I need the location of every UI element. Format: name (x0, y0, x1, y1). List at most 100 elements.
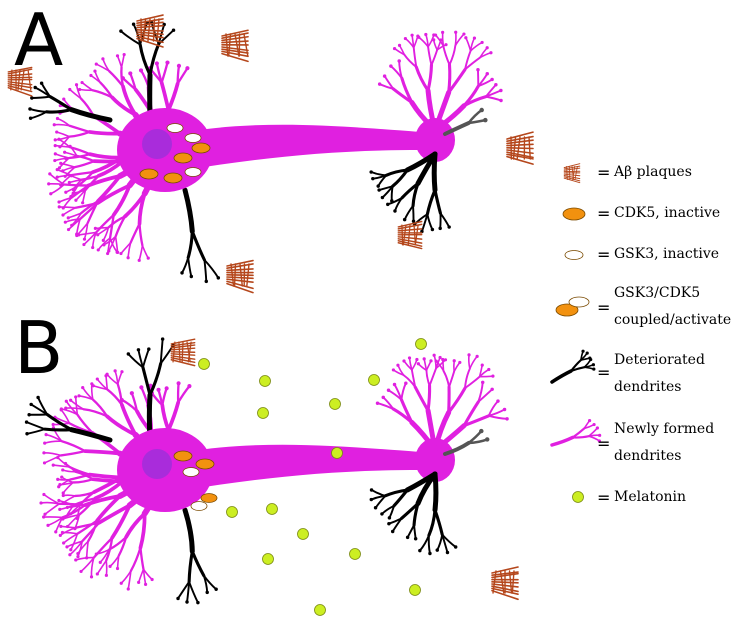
legend-equals: = (597, 245, 611, 264)
pink-dendrite-tip (403, 36, 408, 41)
pink-dendrite-segment (54, 153, 70, 159)
pink-dendrite-tip (98, 560, 102, 564)
pink-dendrite-segment (61, 531, 79, 535)
legend-equals: = (597, 298, 611, 317)
legend-pink-dendrite-tip (592, 422, 596, 427)
plaque-fibril (27, 69, 32, 91)
pink-dendrite-tip (70, 223, 74, 227)
black-dendrite-tip (411, 219, 416, 224)
pink-dendrite-segment (413, 385, 430, 413)
legend-label-gsk3-cdk5-line2: coupled/activated (614, 312, 731, 328)
pink-dendrite-segment (441, 31, 445, 47)
black-dendrite-segment (404, 471, 438, 493)
pink-dendrite-segment (464, 56, 481, 71)
pink-dendrite-tip (494, 83, 498, 87)
black-dendrite-tip (131, 22, 136, 26)
black-dendrite-tip (380, 195, 385, 200)
amyloid-plaque-icon (7, 66, 33, 97)
pink-dendrite-tip (154, 61, 159, 66)
plaque-fibril (402, 224, 407, 246)
plaque-fibril (226, 282, 254, 294)
black-dendrite-tip (29, 402, 33, 407)
pink-dendrite-tip (63, 150, 67, 154)
pink-dendrite-segment (465, 36, 472, 52)
pink-dendrite-tip (61, 491, 65, 495)
pink-dendrite-tip (126, 587, 130, 591)
pink-dendrite-segment (448, 370, 456, 389)
plaque-fibril (566, 165, 568, 181)
pink-dendrite-tip (176, 63, 182, 68)
pink-dendrite-tip (54, 530, 58, 534)
legend-label-gsk3: GSK3, inactive (614, 246, 720, 262)
melatonin-dot-icon (226, 506, 238, 518)
plaque-fibril (221, 46, 249, 52)
black-dendrite-segment (68, 107, 113, 123)
pink-dendrite-tip (44, 432, 48, 437)
black-dendrite-segment (427, 508, 437, 537)
pink-dendrite-segment (159, 80, 171, 113)
black-dendrite-segment (43, 427, 73, 432)
pink-dendrite-segment (432, 423, 467, 453)
pink-dendrite-segment (120, 66, 125, 88)
black-dendrite-segment (433, 188, 442, 215)
pink-dendrite-segment (74, 490, 96, 498)
black-dendrite-tip (447, 225, 451, 229)
legend-plaque-icon (563, 163, 581, 184)
cdk5-inactive-icon (163, 172, 183, 184)
legend-black-dendrite-segment (569, 366, 586, 373)
pink-dendrite-tip (75, 233, 79, 238)
black-dendrite-segment (68, 427, 113, 443)
pink-dendrite-segment (94, 226, 110, 230)
plaque-fibril (414, 224, 419, 246)
pink-dendrite-tip (43, 512, 47, 516)
black-dendrite-segment (404, 151, 438, 173)
pink-dendrite-segment (76, 413, 94, 435)
pink-dendrite-tip (61, 213, 65, 217)
pink-dendrite-tip (61, 468, 65, 472)
pink-dendrite-tip (452, 359, 456, 363)
pink-dendrite-segment (60, 525, 77, 529)
pink-dendrite-tip (120, 76, 125, 81)
pink-dendrite-tip (119, 397, 124, 403)
pink-dendrite-segment (428, 367, 437, 387)
pink-dendrite-tip (42, 515, 46, 519)
legend-pink-dendrite-segment (571, 427, 586, 439)
nucleus (142, 129, 172, 159)
pink-dendrite-tip (62, 97, 66, 101)
pink-dendrite-segment (116, 370, 123, 385)
black-dendrite-tip (445, 550, 450, 555)
pink-dendrite-tip (65, 545, 69, 549)
plaque-fibril (221, 50, 249, 58)
pink-dendrite-segment (478, 375, 494, 378)
legend-pink-dendrite-tip (595, 426, 599, 430)
legend-black-dendrite-segment (550, 369, 573, 384)
pink-dendrite-tip (397, 43, 402, 47)
pink-dendrite-segment (86, 519, 99, 543)
pink-dendrite-segment (67, 153, 92, 160)
pink-dendrite-tip (69, 195, 73, 199)
legend-pink-dendrite-segment (571, 435, 590, 439)
melatonin-dot-icon (331, 447, 343, 459)
axon-terminal (415, 438, 455, 482)
black-dendrite-tip (380, 512, 384, 516)
pink-dendrite-segment (177, 384, 191, 404)
pink-dendrite-tip (164, 386, 169, 391)
legend-pink-dendrite-segment (550, 435, 575, 447)
black-dendrite-tip (371, 176, 375, 181)
pink-dendrite-tip (74, 198, 78, 202)
pink-dendrite-segment (60, 440, 87, 453)
black-dendrite-segment (182, 507, 195, 554)
pink-dendrite-tip (487, 367, 491, 372)
amyloid-plaque-icon (491, 566, 519, 601)
plaque-fibril (492, 570, 497, 594)
pink-dendrite-tip (120, 370, 124, 374)
pink-dendrite-tip (91, 384, 95, 388)
legend-label-melatonin: Melatonin (614, 489, 687, 505)
pink-dendrite-tip (143, 582, 148, 586)
legend-equals: = (597, 434, 611, 453)
black-dendrite-tip (402, 217, 407, 222)
pink-dendrite-segment (462, 414, 491, 428)
pink-dendrite-tip (101, 238, 105, 242)
black-dendrite-segment (190, 229, 206, 262)
pink-dendrite-tip (410, 33, 414, 37)
